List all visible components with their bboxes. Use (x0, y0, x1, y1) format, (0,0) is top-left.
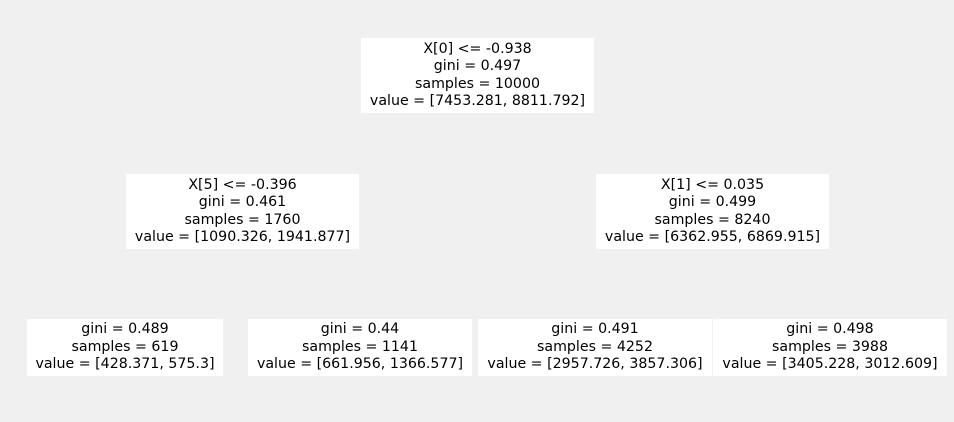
root-value: value = [7453.281, 8811.792] (369, 92, 586, 109)
leaf-samples: samples = 4252 (537, 338, 653, 355)
left-gini: gini = 0.461 (198, 194, 287, 211)
leaf-value: value = [3405.228, 3012.609] (722, 356, 938, 373)
root-gini: gini = 0.497 (433, 58, 522, 75)
leaf-gini: gini = 0.44 (320, 321, 400, 338)
leaf-node: gini = 0.491 samples = 4252 value = [295… (478, 319, 712, 376)
leaf-value: value = [428.371, 575.3] (35, 356, 215, 373)
leaf-value: value = [2957.726, 3857.306] (487, 356, 703, 373)
leaf-gini: gini = 0.491 (551, 321, 639, 338)
left-node: X[5] <= -0.396 gini = 0.461 samples = 17… (126, 174, 359, 249)
right-node: X[1] <= 0.035 gini = 0.499 samples = 824… (596, 174, 829, 249)
root-node: X[0] <= -0.938 gini = 0.497 samples = 10… (361, 38, 594, 113)
leaf-node: gini = 0.489 samples = 619 value = [428.… (27, 319, 223, 376)
left-value: value = [1090.326, 1941.877] (134, 228, 351, 245)
leaf-gini: gini = 0.489 (81, 321, 169, 338)
leaf-node: gini = 0.44 samples = 1141 value = [661.… (248, 319, 472, 376)
right-split: X[1] <= 0.035 (660, 176, 765, 193)
root-split: X[0] <= -0.938 (423, 40, 532, 57)
root-samples: samples = 10000 (414, 75, 540, 92)
leaf-samples: samples = 619 (71, 338, 179, 355)
leaf-value: value = [661.956, 1366.577] (256, 356, 464, 373)
right-value: value = [6362.955, 6869.915] (604, 228, 821, 245)
leaf-samples: samples = 1141 (302, 338, 418, 355)
left-split: X[5] <= -0.396 (188, 176, 297, 193)
right-gini: gini = 0.499 (668, 194, 757, 211)
left-samples: samples = 1760 (184, 211, 301, 228)
leaf-samples: samples = 3988 (772, 338, 888, 355)
leaf-gini: gini = 0.498 (786, 321, 874, 338)
right-samples: samples = 8240 (654, 211, 771, 228)
leaf-node: gini = 0.498 samples = 3988 value = [340… (713, 319, 947, 376)
